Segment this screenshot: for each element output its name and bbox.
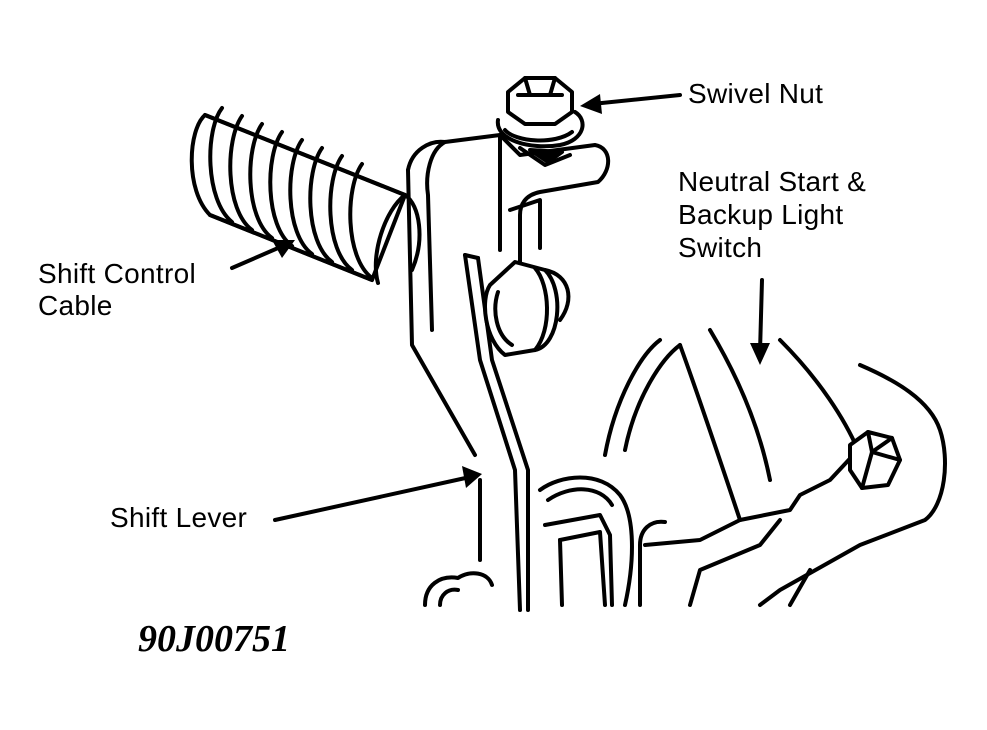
figure-code: 90J00751 <box>138 618 290 660</box>
label-neutral-switch-line3: Switch <box>678 232 763 263</box>
shaft-assembly <box>425 478 665 606</box>
lever-bushing <box>485 262 568 355</box>
swivel-nut <box>498 78 583 165</box>
label-shift-cable-line2: Cable <box>38 290 113 321</box>
label-shift-cable-line1: Shift Control <box>38 258 196 289</box>
switch-arrowhead <box>750 343 770 365</box>
swivel-nut-arrowhead <box>580 94 602 114</box>
shift-lever <box>408 135 608 610</box>
label-shift-lever: Shift Lever <box>110 502 248 533</box>
lever-arrowhead <box>462 466 482 488</box>
label-neutral-switch-line1: Neutral Start & <box>678 166 867 197</box>
label-neutral-switch-line2: Backup Light <box>678 199 844 230</box>
cable-arrowhead <box>272 240 295 258</box>
label-swivel-nut: Swivel Nut <box>688 78 824 109</box>
shift-control-cable <box>192 108 420 283</box>
neutral-start-switch <box>605 330 945 605</box>
leader-lines <box>232 95 762 520</box>
